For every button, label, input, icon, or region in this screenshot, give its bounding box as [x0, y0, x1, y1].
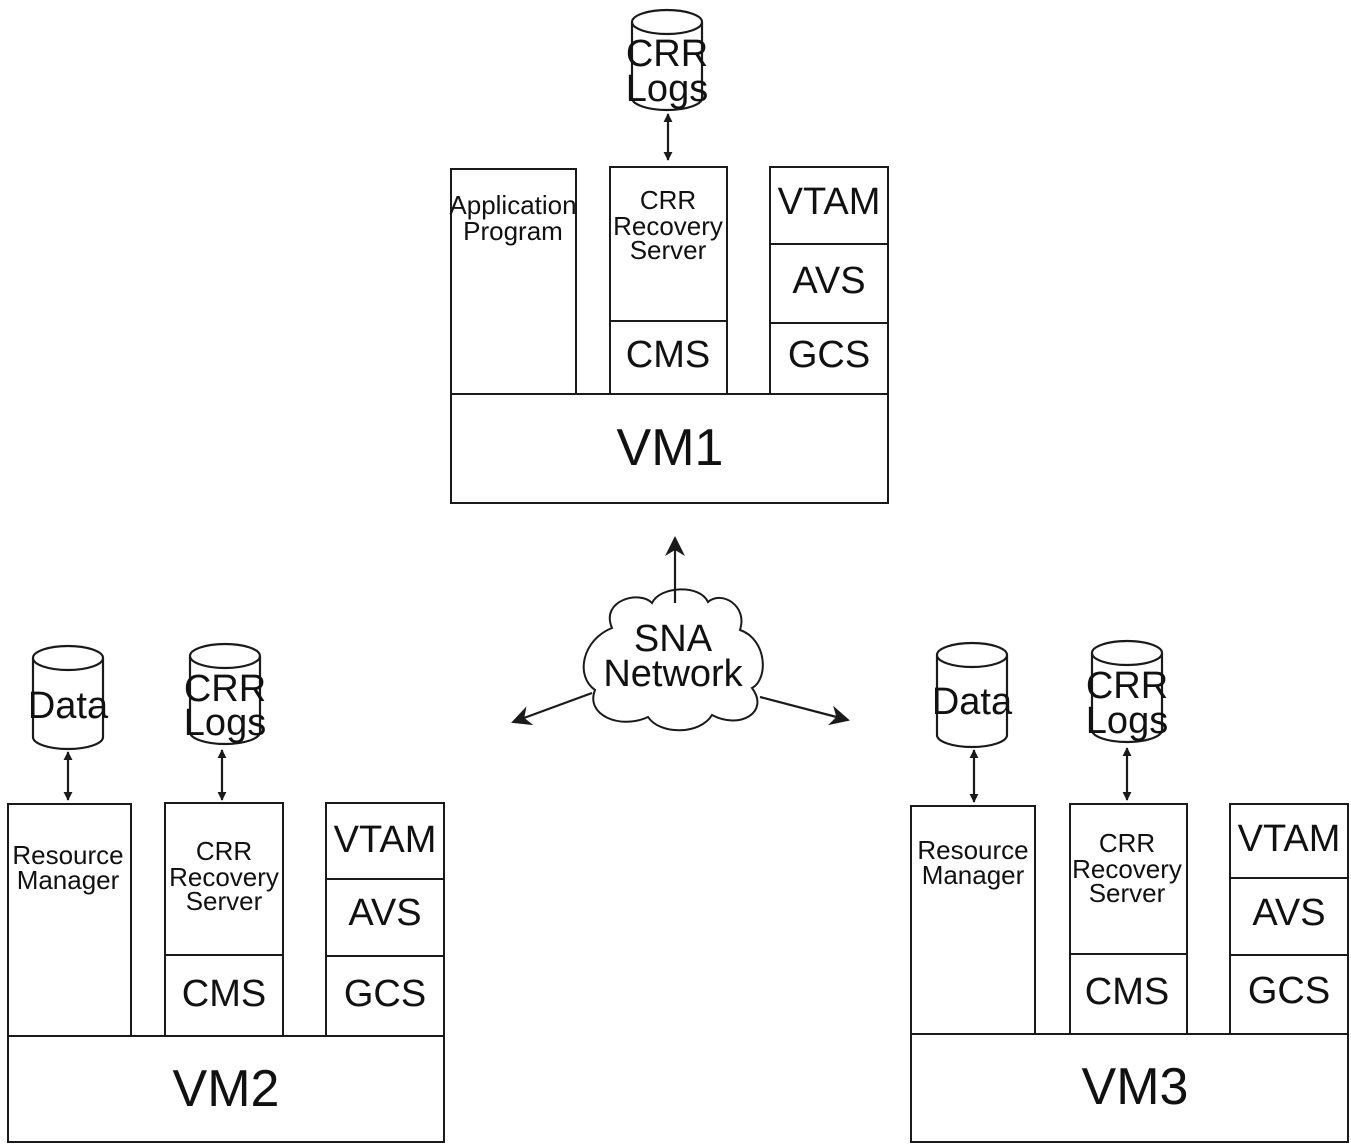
vm3-gcs-label: GCS — [1248, 970, 1330, 1012]
vm3-cms: CMS — [1069, 953, 1188, 1035]
vm3-base: VM3 — [910, 1033, 1349, 1143]
vm3-vtam-label: VTAM — [1238, 818, 1341, 860]
vm3-crr-label-1: CRR — [1099, 828, 1155, 858]
vm1-vtam-label: VTAM — [778, 181, 881, 223]
vm1-logs-label-1: CRR — [626, 33, 708, 75]
vm2-avs-label: AVS — [348, 892, 421, 934]
sna-label-1: SNA — [634, 618, 713, 660]
network-to-vm3-arrow — [759, 695, 850, 726]
vm1-logs-label-2: Logs — [626, 68, 708, 110]
vm2-base-label: VM2 — [173, 1060, 280, 1118]
vm1-avs: AVS — [769, 243, 889, 324]
vm2-logs-label-2: Logs — [184, 702, 266, 744]
vm1-application-program: Application Program — [449, 168, 577, 395]
vm3-rm-label-1: Resource — [917, 835, 1028, 865]
vm2-cms: CMS — [164, 954, 284, 1037]
vm1-app-label-2: Program — [463, 216, 563, 246]
vm2-crr-logs-cylinder: CRR Logs — [184, 642, 266, 746]
vm1-base: VM1 — [450, 393, 889, 504]
vm3-crr-label-2: Recovery — [1072, 854, 1182, 884]
vm1-system: CRR Logs Application Program CRR Recover… — [449, 8, 889, 504]
vm1-crr-label-2: Recovery — [613, 211, 723, 241]
vm1-gcs-label: GCS — [788, 334, 870, 376]
vm1-app-label-1: Application — [449, 190, 576, 220]
vm1-gcs: GCS — [769, 322, 889, 395]
vm1-avs-label: AVS — [792, 260, 865, 302]
vm3-base-label: VM3 — [1082, 1058, 1189, 1116]
sna-network-cloud: SNA Network — [582, 588, 764, 732]
vm3-crr-label-3: Server — [1089, 878, 1166, 908]
vm3-gcs: GCS — [1229, 954, 1349, 1035]
vm2-crr-recovery-server: CRR Recovery Server — [164, 802, 284, 956]
vm2-logs-label-1: CRR — [184, 668, 266, 710]
vm3-rm-label-2: Manager — [922, 860, 1025, 890]
vm1-crr-recovery-server: CRR Recovery Server — [609, 166, 728, 322]
vm2-vtam: VTAM — [325, 802, 445, 880]
vm2-crr-label-2: Recovery — [169, 862, 279, 892]
vm1-crr-label-1: CRR — [640, 185, 696, 215]
vm2-resource-manager: Resource Manager — [7, 803, 132, 1037]
vm2-crr-label-1: CRR — [196, 836, 252, 866]
vm1-cms: CMS — [609, 320, 728, 395]
vm1-base-label: VM1 — [617, 419, 724, 477]
vm2-cms-label: CMS — [182, 973, 266, 1015]
vm2-gcs: GCS — [325, 955, 445, 1037]
vm3-logs-label-2: Logs — [1086, 700, 1168, 742]
vm3-avs-label: AVS — [1252, 892, 1325, 934]
vm3-data-cylinder: Data — [932, 641, 1013, 749]
vm3-resource-manager: Resource Manager — [910, 805, 1036, 1035]
network-to-vm2-arrow — [511, 691, 593, 726]
vm2-rm-label-1: Resource — [12, 840, 123, 870]
sna-label-2: Network — [603, 653, 743, 695]
vm2-data-cylinder: Data — [28, 644, 109, 751]
vm3-crr-logs-cylinder: CRR Logs — [1086, 639, 1168, 744]
vm2-base: VM2 — [7, 1035, 445, 1143]
vm2-rm-label-2: Manager — [17, 865, 120, 895]
vm2-vtam-label: VTAM — [334, 819, 437, 861]
vm3-cms-label: CMS — [1085, 971, 1169, 1013]
vm2-avs: AVS — [325, 878, 445, 957]
vm2-crr-label-3: Server — [186, 886, 263, 916]
vm3-data-label: Data — [932, 681, 1013, 723]
vm3-crr-recovery-server: CRR Recovery Server — [1069, 803, 1188, 955]
vm1-cms-label: CMS — [626, 334, 710, 376]
vm1-crr-logs-cylinder: CRR Logs — [626, 8, 708, 112]
vm3-avs: AVS — [1229, 877, 1349, 956]
vm1-crr-label-3: Server — [630, 235, 707, 265]
vm1-vtam: VTAM — [769, 166, 889, 245]
vm2-system: Data CRR Logs Resource Manager CRR Recov… — [7, 642, 445, 1143]
vm3-system: Data CRR Logs Resource Manager CRR Recov… — [910, 639, 1349, 1143]
vm3-logs-label-1: CRR — [1086, 665, 1168, 707]
vm2-data-label: Data — [28, 685, 109, 727]
vm2-gcs-label: GCS — [344, 973, 426, 1015]
vm3-vtam: VTAM — [1229, 803, 1349, 879]
